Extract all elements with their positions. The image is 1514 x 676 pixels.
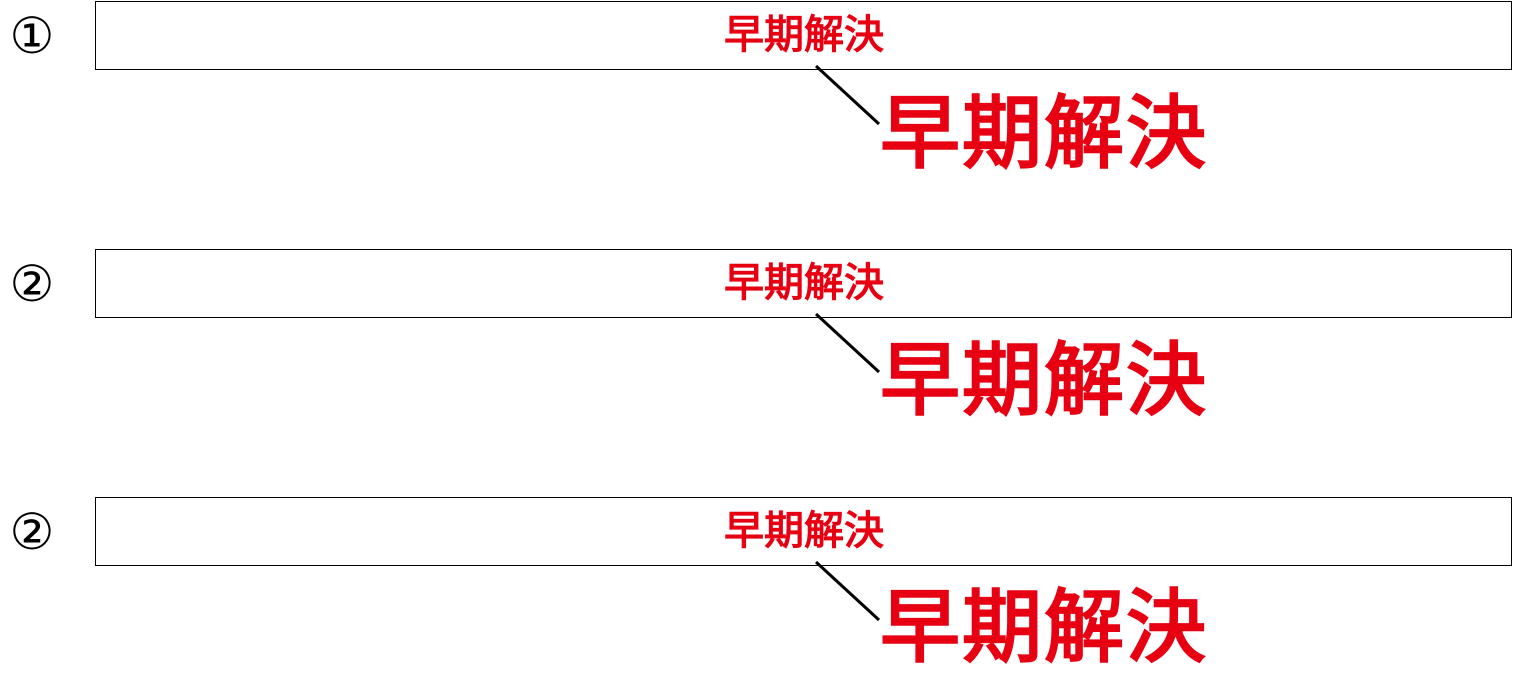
- option-number: ①: [9, 7, 55, 65]
- enlarged-text-preview: 早期解決: [880, 86, 1208, 180]
- banner-frame: [95, 1, 1512, 70]
- banner-text-preview: 早期解決: [724, 11, 884, 58]
- connector-line: [814, 64, 881, 126]
- connector-line: [814, 312, 881, 374]
- font-option-1: ① 早期解決 早期解決: [0, 0, 1514, 180]
- option-number: ②: [9, 255, 55, 313]
- enlarged-text-preview: 早期解決: [880, 585, 1208, 673]
- banner-frame: [95, 497, 1512, 566]
- banner-text-preview: 早期解決: [724, 508, 884, 553]
- banner-frame: [95, 249, 1512, 318]
- enlarged-text-preview: 早期解決: [880, 334, 1208, 427]
- font-option-3: ② 早期解決 早期解決: [0, 496, 1514, 676]
- option-number: ②: [9, 503, 55, 561]
- connector-line: [814, 560, 881, 622]
- banner-text-preview: 早期解決: [724, 260, 884, 306]
- font-option-2: ② 早期解決 早期解決: [0, 248, 1514, 428]
